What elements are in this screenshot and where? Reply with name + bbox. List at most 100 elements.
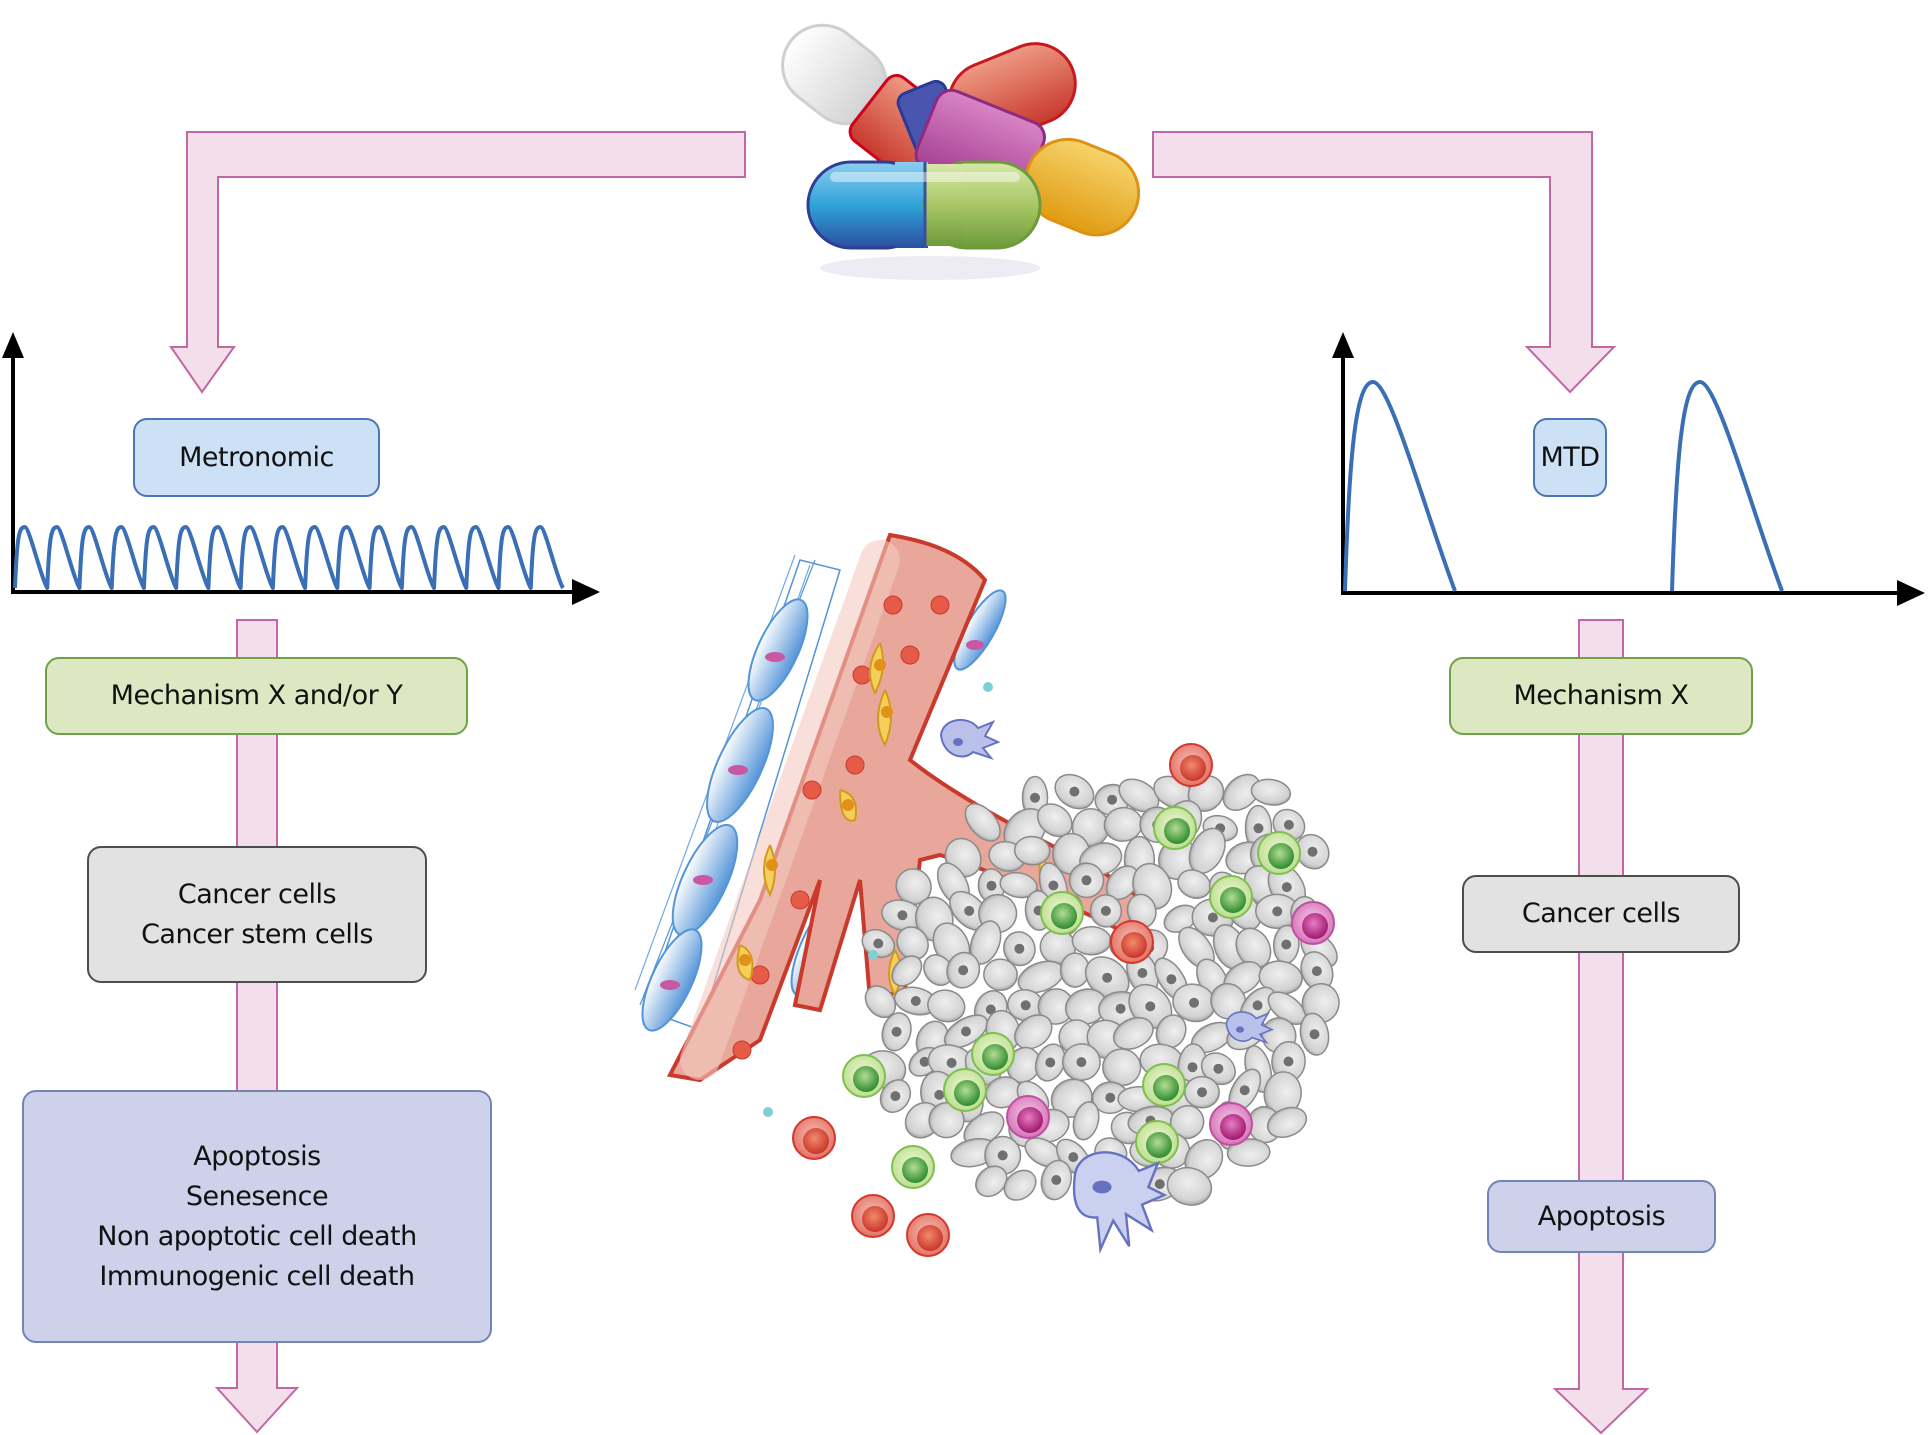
- right-outcome-label: Apoptosis: [1537, 1200, 1666, 1232]
- tumor-cell-nucleus: [910, 996, 921, 1006]
- magenta-cell: [1209, 1102, 1253, 1146]
- tumor-cell: [983, 958, 1018, 991]
- red-cell: [1110, 920, 1154, 964]
- t-cell: [943, 1068, 987, 1112]
- t-cell: [1257, 831, 1301, 875]
- tumor-cell-nucleus: [1051, 1175, 1062, 1185]
- tumor-cell-nucleus: [873, 938, 884, 949]
- metronomic-dose-chart: [2, 332, 600, 605]
- t-cell: [971, 1032, 1015, 1076]
- t-cell: [842, 1054, 886, 1098]
- mtd-dose-chart: [1332, 332, 1925, 606]
- tumor-cell-nucleus: [1068, 1152, 1079, 1163]
- tumor-cell-nucleus: [1213, 1063, 1224, 1074]
- right-outcome-box: Apoptosis: [1487, 1180, 1716, 1253]
- tumor-cell-nucleus: [1307, 846, 1318, 857]
- tumor-cell-nucleus: [1309, 1029, 1320, 1040]
- tumor-microenvironment-icon: [634, 532, 1340, 1257]
- tumor-cell-nucleus: [1283, 819, 1294, 830]
- t-cell: [891, 1145, 935, 1189]
- tumor-cell-nucleus: [1281, 882, 1292, 893]
- tumor-cell-nucleus: [1197, 1087, 1207, 1098]
- tumor-cell-nucleus: [1311, 966, 1322, 977]
- tumor-cell: [896, 926, 929, 961]
- tumor-cell-nucleus: [1045, 1057, 1056, 1068]
- right-mechanism-box: Mechanism X: [1449, 657, 1753, 735]
- tumor-cell-nucleus: [986, 880, 997, 891]
- tumor-cell: [1036, 803, 1073, 838]
- left-mechanism-label: Mechanism X and/or Y: [110, 680, 403, 711]
- tumor-cell-nucleus: [997, 1150, 1008, 1161]
- right-target-cells-box: Cancer cells: [1462, 875, 1740, 953]
- tumor-cell: [1013, 835, 1051, 866]
- metronomic-label: Metronomic: [179, 441, 334, 473]
- tumor-cell-nucleus: [934, 1089, 945, 1100]
- tumor-cell-nucleus: [1166, 974, 1177, 985]
- tumor-cell: [1226, 1138, 1271, 1167]
- tumor-cell-nucleus: [985, 1004, 996, 1015]
- tumor-cell-nucleus: [1189, 997, 1199, 1008]
- tumor-cell: [964, 803, 1001, 842]
- tumor-cell-nucleus: [1272, 906, 1283, 917]
- tumor-cell-nucleus: [1014, 943, 1025, 954]
- tumor-cell-nucleus: [891, 1026, 902, 1037]
- tumor-cell-nucleus: [1252, 1000, 1263, 1011]
- cytokine-marks: [763, 682, 993, 1117]
- tumor-cell: [1072, 1101, 1100, 1141]
- dendritic-cell: [939, 719, 1001, 761]
- y-axis-arrowhead: [1332, 332, 1354, 358]
- tumor-cell: [1102, 1048, 1142, 1087]
- capsules-icon: [781, 23, 1141, 280]
- t-cell: [1040, 891, 1084, 935]
- red-cell: [906, 1213, 950, 1257]
- tumor-cell: [1014, 1014, 1053, 1050]
- tumor-cell-nucleus: [1154, 1179, 1165, 1190]
- left-target-cells-label: Cancer cells Cancer stem cells: [141, 878, 373, 950]
- dendritic-cell: [1072, 1151, 1168, 1255]
- tumor-cell-nucleus: [1081, 875, 1092, 886]
- tumor-cell-nucleus: [946, 1057, 957, 1068]
- tumor-cell: [927, 989, 966, 1023]
- tumor-cell-nucleus: [958, 965, 969, 976]
- tumor-cell: [1222, 773, 1261, 811]
- tumor-cell-nucleus: [919, 1056, 930, 1067]
- tumor-cell-nucleus: [1137, 968, 1148, 978]
- y-axis-arrowhead: [2, 332, 24, 358]
- tumor-cell-nucleus: [1239, 1085, 1250, 1096]
- right-target-cells-label: Cancer cells: [1521, 898, 1681, 929]
- left-l-arrow: [169, 131, 746, 394]
- red-cell: [1169, 743, 1213, 787]
- left-target-cells-box: Cancer cells Cancer stem cells: [87, 846, 427, 983]
- magenta-cell: [1291, 901, 1335, 945]
- tumor-cell-nucleus: [1069, 786, 1080, 797]
- red-cell: [851, 1194, 895, 1238]
- tumor-cell: [1003, 1169, 1037, 1201]
- tumor-cell: [1071, 925, 1112, 956]
- t-cell: [1142, 1063, 1186, 1107]
- tumor-cell-nucleus: [1030, 792, 1040, 803]
- dendritic-cell: [1225, 1011, 1275, 1045]
- tumor-cell-nucleus: [1187, 1062, 1198, 1073]
- tumor-cell: [1112, 1016, 1154, 1050]
- tumor-cell-nucleus: [1048, 880, 1059, 891]
- x-axis-arrowhead: [1897, 580, 1925, 606]
- immune-cells: [792, 743, 1335, 1257]
- right-down-arrow: [1552, 619, 1650, 1435]
- tumor-cell: [891, 955, 923, 987]
- metronomic-label-box: Metronomic: [133, 418, 380, 497]
- tumor-cell-nucleus: [961, 1026, 971, 1037]
- red-cell: [792, 1116, 836, 1160]
- metronomic-dose-curve: [13, 525, 565, 590]
- mtd-dose-curve: [1343, 380, 1784, 592]
- dendritic-cells: [939, 719, 1275, 1255]
- left-outcome-label: Apoptosis Senesence Non apoptotic cell d…: [97, 1140, 417, 1292]
- tumor-cell-nucleus: [1253, 823, 1264, 834]
- tumor-cell-nucleus: [1207, 912, 1218, 923]
- right-l-arrow: [1152, 131, 1617, 394]
- left-outcome-box: Apoptosis Senesence Non apoptotic cell d…: [22, 1090, 492, 1343]
- tumor-cell: [975, 1165, 1008, 1198]
- tumor-cell-nucleus: [1107, 794, 1118, 805]
- mtd-label: MTD: [1540, 441, 1600, 473]
- tumor-cell: [1250, 778, 1292, 806]
- x-axis-arrowhead: [572, 579, 600, 605]
